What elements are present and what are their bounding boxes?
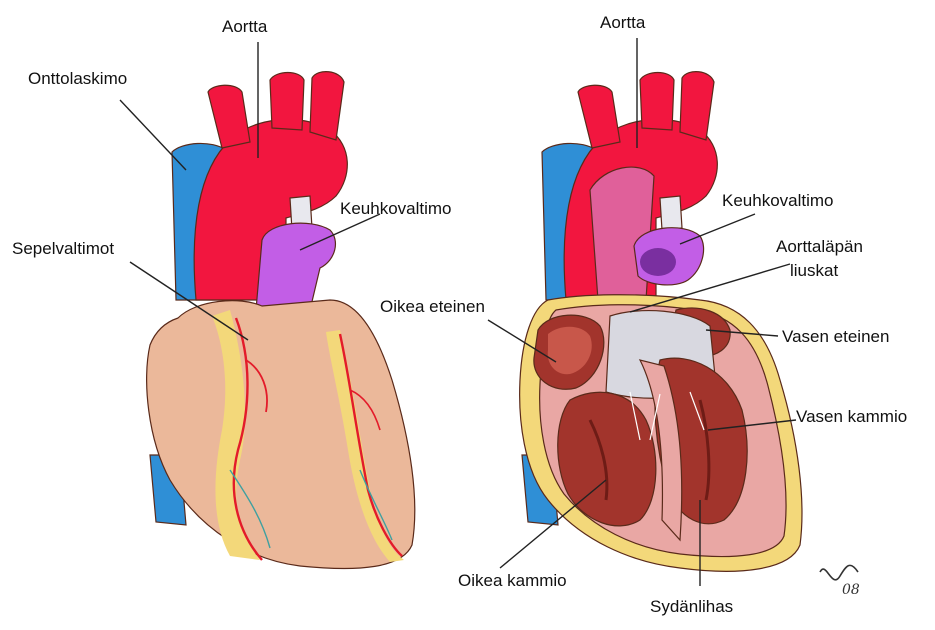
right-aorta-branch-1: [578, 85, 620, 148]
label-left-vena-cava: Onttolaskimo: [28, 69, 127, 88]
leader-left-vena-cava: [120, 100, 186, 170]
right-heart-section: [520, 72, 802, 572]
label-left-coronary-arteries: Sepelvaltimot: [12, 239, 114, 258]
right-pulmonary-lumen: [640, 248, 676, 276]
label-right-right-ventricle: Oikea kammio: [458, 571, 567, 590]
label-right-aortic-valve-2: liuskat: [790, 261, 838, 280]
artist-signature: 08: [820, 565, 860, 598]
label-right-pulmonary-artery: Keuhkovaltimo: [722, 191, 834, 210]
label-left-aorta: Aortta: [222, 17, 268, 36]
label-right-right-atrium: Oikea eteinen: [380, 297, 485, 316]
label-right-left-ventricle: Vasen kammio: [796, 407, 907, 426]
label-right-aorta: Aortta: [600, 13, 646, 32]
right-aorta-branch-3: [680, 72, 714, 140]
label-right-aortic-valve-1: Aorttaläpän: [776, 237, 863, 256]
left-heart-exterior: [147, 72, 415, 569]
label-right-myocardium: Sydänlihas: [650, 597, 733, 616]
label-right-left-atrium: Vasen eteinen: [782, 327, 889, 346]
signature-mark: [820, 565, 858, 579]
left-aorta-branch-1: [208, 85, 250, 148]
right-pulmonary-stem: [660, 196, 682, 230]
left-aorta-branch-2: [270, 73, 304, 131]
signature-year: 08: [842, 582, 860, 598]
left-aorta-branch-3: [310, 72, 344, 140]
right-aorta-branch-2: [640, 73, 674, 131]
leader-right-pulmonary: [680, 214, 755, 244]
label-left-pulmonary-artery: Keuhkovaltimo: [340, 199, 452, 218]
left-pulmonary-artery: [256, 223, 335, 310]
